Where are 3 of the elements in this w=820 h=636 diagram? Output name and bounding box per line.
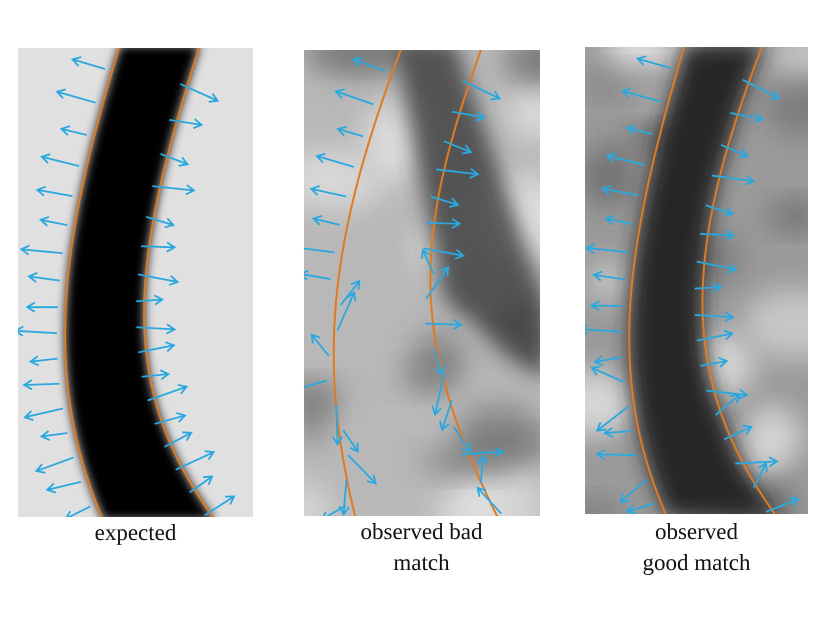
panel-caption: expected <box>94 519 178 547</box>
panel-caption: observed good match <box>642 518 752 577</box>
panel-caption: observed bad match <box>360 518 484 577</box>
